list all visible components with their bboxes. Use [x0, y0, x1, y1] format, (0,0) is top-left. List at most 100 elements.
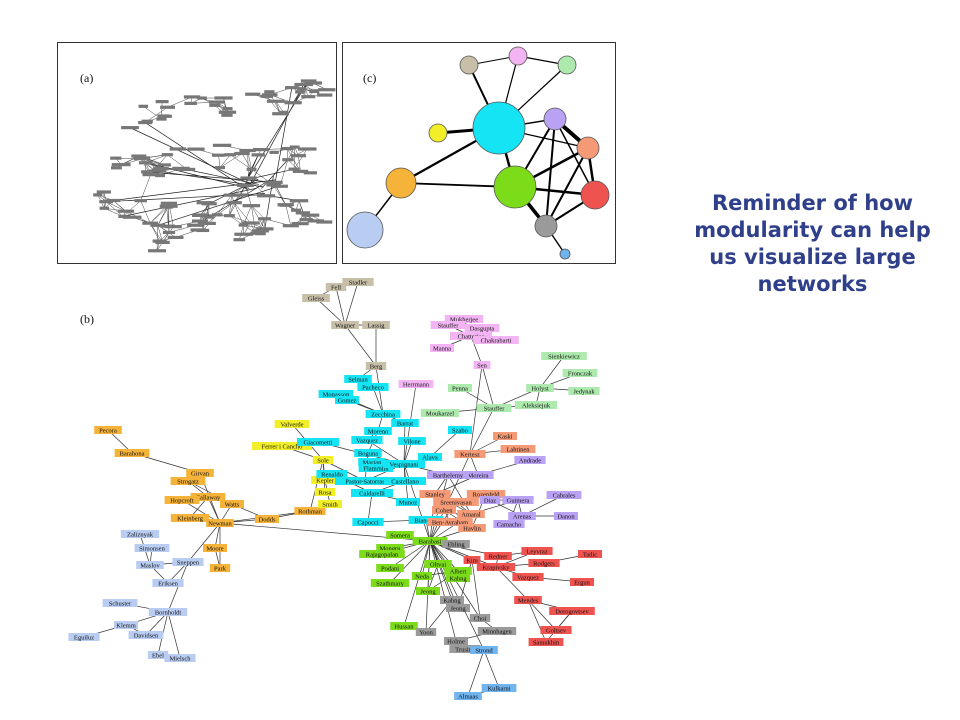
network-node: [292, 169, 309, 173]
network-node: Tadic: [578, 550, 602, 558]
network-edge: [469, 407, 495, 455]
network-node-label: Ebel: [152, 652, 164, 659]
network-node: Holyst: [526, 384, 554, 392]
network-node: Rothman: [294, 507, 326, 515]
network-node: [179, 167, 196, 172]
network-node-box: [433, 498, 479, 506]
network-node-label: Valverde: [280, 421, 303, 428]
network-node-label: Alava: [422, 454, 438, 461]
network-node-label: Lahtinen: [506, 446, 530, 453]
network-node-box: [344, 375, 372, 383]
network-node: [291, 208, 302, 212]
network-node: [111, 163, 131, 167]
network-node-box: [316, 470, 348, 478]
network-node: Kepler: [311, 476, 339, 484]
network-node-label: Guimera: [507, 497, 530, 504]
network-node-box: [68, 633, 100, 641]
network-node: [222, 107, 233, 111]
network-edge: [372, 386, 384, 415]
network-edge: [239, 225, 244, 240]
network-node: Lahtinen: [500, 445, 536, 453]
network-node-label: Oltvai: [430, 561, 446, 568]
network-node-label: Park: [214, 565, 227, 572]
network-node-box: [419, 490, 451, 498]
network-node-label: Boguna: [358, 450, 378, 457]
network-edge: [241, 153, 252, 170]
network-node-box: [570, 578, 594, 586]
network-node: Mongru: [376, 544, 404, 552]
network-node: [224, 153, 237, 157]
network-node: Chatterjee: [450, 332, 492, 340]
network-node: Ebling: [442, 540, 470, 548]
network-node-box: [152, 579, 184, 587]
network-node: [285, 86, 299, 90]
network-node: [160, 201, 178, 205]
network-node-label: Moukarzel: [426, 410, 454, 417]
network-node-label: Strond: [475, 647, 493, 654]
network-node: [223, 214, 235, 218]
network-node: Flammini: [358, 464, 394, 472]
network-node-label: Cohen: [436, 507, 454, 514]
network-node-box: [442, 540, 470, 548]
network-edge: [429, 540, 457, 642]
network-node: [214, 96, 233, 100]
network-node: Barabasi: [412, 537, 448, 545]
network-node: [251, 229, 269, 233]
network-node-label: Amaral: [461, 511, 481, 518]
network-node: Stanley: [419, 490, 451, 498]
network-node: [160, 105, 175, 109]
network-edge: [247, 154, 259, 176]
network-node-box: [521, 547, 553, 555]
network-node-label: Albert: [450, 568, 467, 575]
network-node: [159, 204, 178, 208]
network-node-label: Schuster: [109, 600, 132, 607]
network-node-box: [358, 464, 394, 472]
network-edge: [429, 540, 459, 572]
network-edge: [219, 154, 231, 168]
network-node: Minnhagen: [477, 627, 517, 635]
network-node: Manna: [430, 344, 454, 352]
network-node: [218, 110, 237, 114]
network-node-label: Munoz: [399, 499, 418, 506]
network-node: [234, 151, 250, 156]
network-node-label: Tadic: [583, 551, 597, 558]
network-node-box: [463, 556, 481, 564]
network-node-label: Maslov: [140, 562, 160, 569]
panel-c-label: (c): [363, 71, 377, 85]
network-node-box: [398, 380, 434, 388]
network-node-box: [473, 361, 491, 369]
network-node-label: Klemm: [116, 622, 136, 629]
network-node: [201, 202, 217, 206]
network-node: [301, 213, 320, 217]
network-node-label: Cabrales: [553, 492, 576, 499]
network-node-box: [546, 491, 582, 499]
network-node: Strond: [470, 646, 498, 654]
network-node: Moore: [203, 544, 227, 552]
network-node-box: [514, 456, 546, 464]
network-node-label: Penna: [452, 385, 468, 392]
network-node-box: [508, 512, 536, 520]
network-node-label: Pastor-Satorras: [345, 478, 385, 485]
network-node: Dasgupta: [464, 324, 500, 332]
network-node: Rodgers: [528, 559, 560, 567]
network-edge: [187, 522, 221, 563]
network-node: Kim: [463, 556, 481, 564]
network-node: [161, 153, 173, 157]
network-node-box: [427, 518, 473, 526]
community-node-lightblue: [346, 211, 384, 249]
network-node-label: Mielsch: [170, 655, 192, 662]
network-node-box: [220, 500, 244, 508]
network-edge: [495, 566, 529, 601]
network-node-label: Redner: [489, 553, 509, 560]
network-node-box: [302, 294, 330, 302]
network-node: [140, 156, 151, 160]
network-node: [153, 167, 169, 171]
network-node: [309, 89, 320, 94]
network-node-box: [418, 453, 442, 461]
community-node-green: [493, 165, 537, 209]
network-node-label: Kahng: [449, 575, 467, 582]
network-node: Sneppen: [172, 558, 204, 566]
network-edge: [273, 184, 286, 206]
network-node-label: Marian: [363, 459, 383, 466]
network-node-box: [357, 383, 389, 391]
